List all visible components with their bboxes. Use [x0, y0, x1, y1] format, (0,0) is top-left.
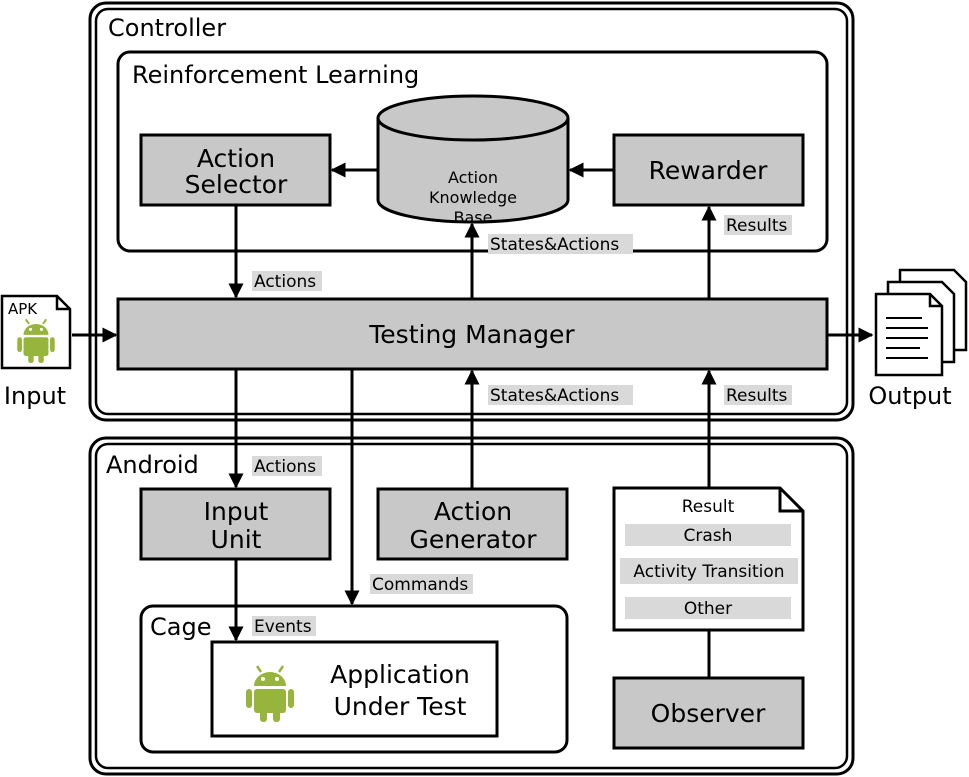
result-item-activity-transition: Activity Transition — [633, 562, 784, 582]
result-item-crash: Crash — [684, 526, 733, 546]
apk-label: APK — [8, 300, 38, 318]
testing-manager-label: Testing Manager — [368, 320, 575, 349]
cage-title: Cage — [150, 613, 211, 641]
result-title: Result — [682, 497, 735, 517]
edge-label-results-top: Results — [726, 216, 788, 236]
action-generator-box: Action Generator — [376, 487, 569, 561]
input-unit-box: Input Unit — [139, 487, 332, 561]
input-label: Input — [4, 382, 66, 410]
knowledge-base-line2: Knowledge — [429, 188, 517, 207]
apk-input: APK Input — [0, 294, 72, 410]
action-generator-line1: Action — [434, 497, 512, 526]
knowledge-base-line1: Action — [448, 168, 498, 187]
edge-label-states-actions-top: States&Actions — [490, 235, 619, 255]
rewarder-box: Rewarder — [612, 133, 805, 207]
observer-label: Observer — [651, 699, 766, 728]
knowledge-base-line3: Base — [454, 208, 493, 227]
testing-manager-box: Testing Manager — [116, 297, 829, 371]
result-item-other-bg — [625, 597, 791, 619]
reinforcement-learning-title: Reinforcement Learning — [132, 61, 419, 89]
observer-box: Observer — [612, 676, 805, 750]
app-under-test-box: Application Under Test — [210, 640, 499, 738]
connectors — [72, 162, 874, 678]
result-item-other: Other — [684, 599, 732, 619]
action-generator-line2: Generator — [410, 525, 538, 554]
output-documents: Output — [868, 268, 968, 410]
controller-title: Controller — [108, 14, 226, 42]
edge-label-commands: Commands — [372, 575, 468, 595]
edge-label-results-bottom: Results — [726, 386, 788, 406]
result-document: Result Crash Activity Transition Other — [612, 486, 805, 632]
android-title: Android — [106, 451, 199, 479]
edge-label-states-actions-bottom: States&Actions — [490, 386, 619, 406]
app-line2: Under Test — [334, 692, 467, 721]
edge-label-events: Events — [254, 617, 312, 637]
output-label: Output — [868, 382, 951, 410]
input-unit-line2: Unit — [211, 525, 262, 554]
action-selector-line1: Action — [197, 144, 275, 173]
action-selector-box: Action Selector — [139, 133, 332, 207]
rewarder-label: Rewarder — [649, 156, 768, 185]
edge-label-actions-bottom: Actions — [254, 457, 316, 477]
result-item-crash-bg — [625, 524, 791, 546]
app-line1: Application — [330, 660, 470, 689]
edge-label-actions-top: Actions — [254, 272, 316, 292]
edge-labels: Actions States&Actions Results States&Ac… — [252, 215, 792, 637]
knowledge-base-cylinder: Action Knowledge Base — [376, 94, 570, 227]
input-unit-line1: Input — [204, 497, 269, 526]
action-selector-line2: Selector — [185, 170, 288, 199]
result-item-activity-bg — [620, 558, 798, 584]
